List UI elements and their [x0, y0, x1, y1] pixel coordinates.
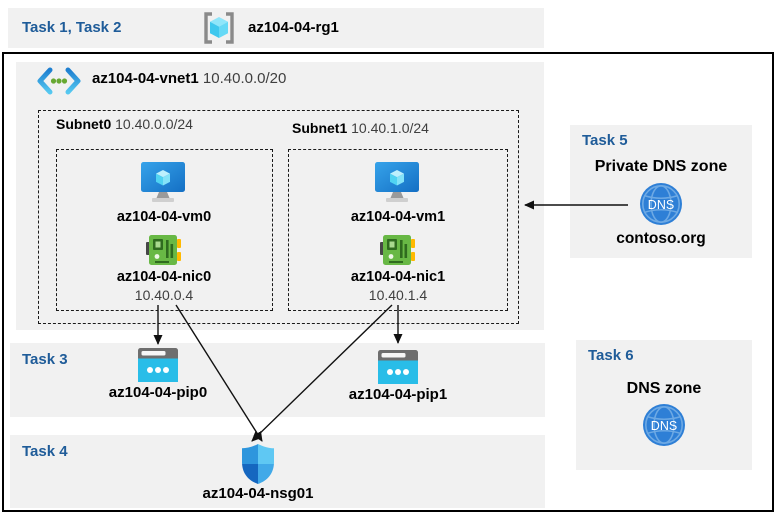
virtual-machine-icon — [374, 162, 420, 204]
public-ip-icon — [378, 350, 418, 384]
nic0-ip: 10.40.0.4 — [134, 287, 194, 303]
task-5-panel: Task 5 Private DNS zone DNS contoso.org — [570, 125, 752, 258]
task-3-panel: Task 3 — [10, 343, 545, 417]
subnet1-label: Subnet1 10.40.1.0/24 — [292, 120, 429, 136]
subnet0-cidr: 10.40.0.0/24 — [115, 116, 193, 132]
task-1-2-panel: Task 1, Task 2 az104-04-rg1 — [8, 8, 544, 48]
subnet0-box — [56, 149, 273, 311]
nic1-ip: 10.40.1.4 — [368, 287, 428, 303]
task-3-label: Task 3 — [22, 351, 68, 368]
subnet1-name: Subnet1 — [292, 120, 348, 136]
private-dns-zone-title: Private DNS zone — [594, 158, 728, 175]
task-4-panel: Task 4 — [10, 435, 545, 508]
vm0-name: az104-04-vm0 — [116, 209, 212, 225]
virtual-machine-icon — [140, 162, 186, 204]
nsg-name: az104-04-nsg01 — [202, 485, 314, 502]
vm1-name: az104-04-vm1 — [350, 209, 446, 225]
pip0-name: az104-04-pip0 — [108, 384, 208, 401]
subnet0-name: Subnet0 — [56, 116, 112, 132]
vnet-label: az104-04-vnet1 10.40.0.0/20 — [92, 70, 286, 87]
task-5-label: Task 5 — [582, 132, 628, 149]
vnet-cidr: 10.40.0.0/20 — [202, 70, 287, 87]
nic1-name: az104-04-nic1 — [350, 269, 446, 285]
pip1-name: az104-04-pip1 — [348, 386, 448, 403]
private-dns-zone-name: contoso.org — [616, 230, 706, 247]
vnet-panel — [16, 62, 544, 330]
resource-group-name: az104-04-rg1 — [248, 19, 339, 36]
virtual-network-icon — [36, 66, 82, 96]
dns-badge-text: DNS — [651, 419, 677, 433]
subnet1-cidr: 10.40.1.0/24 — [351, 120, 429, 136]
task-6-panel: Task 6 DNS zone DNS — [576, 340, 752, 470]
task-1-2-label: Task 1, Task 2 — [22, 19, 122, 36]
nic0-name: az104-04-nic0 — [116, 269, 212, 285]
dns-zone-title: DNS zone — [626, 380, 702, 397]
task-6-label: Task 6 — [588, 347, 634, 364]
resource-group-icon — [200, 9, 238, 47]
public-ip-icon — [138, 348, 178, 382]
subnet0-label: Subnet0 10.40.0.0/24 — [56, 116, 193, 132]
network-interface-icon — [379, 234, 415, 266]
dns-zone-icon: DNS — [643, 404, 685, 446]
network-security-group-icon — [242, 444, 274, 484]
task-4-label: Task 4 — [22, 443, 68, 460]
vnet-name: az104-04-vnet1 — [92, 70, 199, 87]
dns-badge-text: DNS — [648, 198, 674, 212]
network-interface-icon — [145, 234, 181, 266]
dns-zone-icon: DNS — [640, 183, 682, 225]
